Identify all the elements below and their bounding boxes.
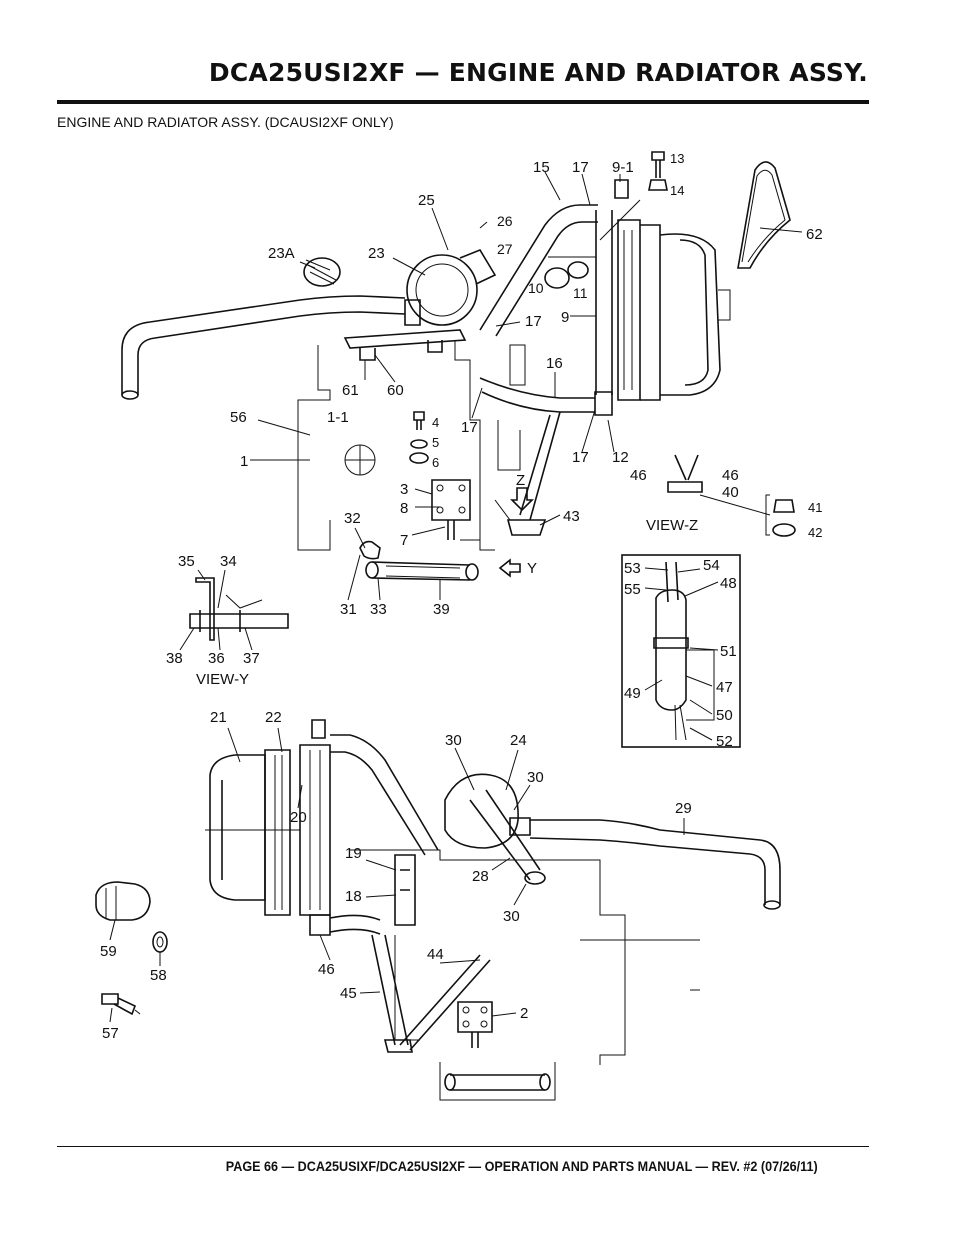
- callout-4: 4: [432, 415, 439, 430]
- callout-17: 17: [572, 449, 589, 466]
- callout-49: 49: [624, 685, 641, 702]
- callout-37: 37: [243, 650, 260, 667]
- callout-51: 51: [720, 643, 737, 660]
- callout-z: Z: [516, 472, 525, 489]
- callout-24: 24: [510, 732, 527, 749]
- callout-48: 48: [720, 575, 737, 592]
- callout-55: 55: [624, 581, 641, 598]
- callout-43: 43: [563, 508, 580, 525]
- callout-40: 40: [722, 484, 739, 501]
- callout-3: 3: [400, 481, 408, 498]
- callout-15: 15: [533, 159, 550, 176]
- callout-31: 31: [340, 601, 357, 618]
- callout-y: Y: [527, 560, 537, 577]
- callout-42: 42: [808, 525, 822, 540]
- callout-9-1: 9-1: [612, 159, 634, 176]
- leader-lines: [109, 171, 803, 1023]
- callout-38: 38: [166, 650, 183, 667]
- callout-17: 17: [572, 159, 589, 176]
- callout-58: 58: [150, 967, 167, 984]
- title-divider: [57, 100, 869, 104]
- callout-35: 35: [178, 553, 195, 570]
- callout-23: 23: [368, 245, 385, 262]
- callout-30: 30: [445, 732, 462, 749]
- engine-radiator-diagram: 15 17 9-1 13 14 62 25 26 27 23A 23 10 11…: [95, 151, 823, 1101]
- callout-41: 41: [808, 500, 822, 515]
- page-title: DCA25USI2XF — ENGINE AND RADIATOR ASSY.: [208, 58, 868, 87]
- callout-60: 60: [387, 382, 404, 399]
- callout-10: 10: [528, 280, 544, 296]
- callout-21: 21: [210, 709, 227, 726]
- callout-62: 62: [806, 226, 823, 243]
- callout-1: 1: [240, 453, 248, 470]
- callout-6: 6: [432, 455, 439, 470]
- footer-divider: [57, 1146, 869, 1147]
- callout-1-1: 1-1: [327, 409, 349, 426]
- callout-30: 30: [527, 769, 544, 786]
- callout-33: 33: [370, 601, 387, 618]
- callout-34: 34: [220, 553, 237, 570]
- diagram-subtitle: ENGINE AND RADIATOR ASSY. (DCAUSI2XF ONL…: [57, 114, 394, 130]
- callout-22: 22: [265, 709, 282, 726]
- callout-44: 44: [427, 946, 444, 963]
- callout-17: 17: [525, 313, 542, 330]
- callout-46: 46: [630, 467, 647, 484]
- callout-8: 8: [400, 500, 408, 517]
- callout-12: 12: [612, 449, 629, 466]
- callout-25: 25: [418, 192, 435, 209]
- callout-2: 2: [520, 1005, 528, 1022]
- view-z-label: VIEW-Z: [646, 517, 698, 534]
- callout-13: 13: [670, 151, 684, 166]
- callout-18: 18: [345, 888, 362, 905]
- callout-52: 52: [716, 733, 733, 750]
- callout-45: 45: [340, 985, 357, 1002]
- callout-20: 20: [290, 809, 307, 826]
- callout-57: 57: [102, 1025, 119, 1042]
- callout-61: 61: [342, 382, 359, 399]
- callout-29: 29: [675, 800, 692, 817]
- callout-27: 27: [497, 241, 513, 257]
- callout-53: 53: [624, 560, 641, 577]
- callout-54: 54: [703, 557, 720, 574]
- callout-14: 14: [670, 183, 684, 198]
- callout-9: 9: [561, 309, 569, 326]
- callout-17: 17: [461, 419, 478, 436]
- callout-47: 47: [716, 679, 733, 696]
- upper-assembly-drawing: [121, 151, 796, 748]
- callout-59: 59: [100, 943, 117, 960]
- callout-39: 39: [433, 601, 450, 618]
- callout-28: 28: [472, 868, 489, 885]
- callout-56: 56: [230, 409, 247, 426]
- callout-5: 5: [432, 435, 439, 450]
- callout-26: 26: [497, 213, 513, 229]
- callout-46: 46: [722, 467, 739, 484]
- callout-labels: 15 17 9-1 13 14 62 25 26 27 23A 23 10 11…: [100, 151, 823, 1042]
- callout-23a: 23A: [268, 245, 295, 262]
- callout-30: 30: [503, 908, 520, 925]
- callout-7: 7: [400, 532, 408, 549]
- callout-46: 46: [318, 961, 335, 978]
- callout-19: 19: [345, 845, 362, 862]
- callout-50: 50: [716, 707, 733, 724]
- callout-16: 16: [546, 355, 563, 372]
- view-y-label: VIEW-Y: [196, 671, 249, 688]
- callout-11: 11: [573, 285, 588, 301]
- page-footer: PAGE 66 — DCA25USIXF/DCA25USI2XF — OPERA…: [226, 1158, 818, 1174]
- callout-32: 32: [344, 510, 361, 527]
- lower-assembly-drawing: [95, 719, 781, 1101]
- callout-36: 36: [208, 650, 225, 667]
